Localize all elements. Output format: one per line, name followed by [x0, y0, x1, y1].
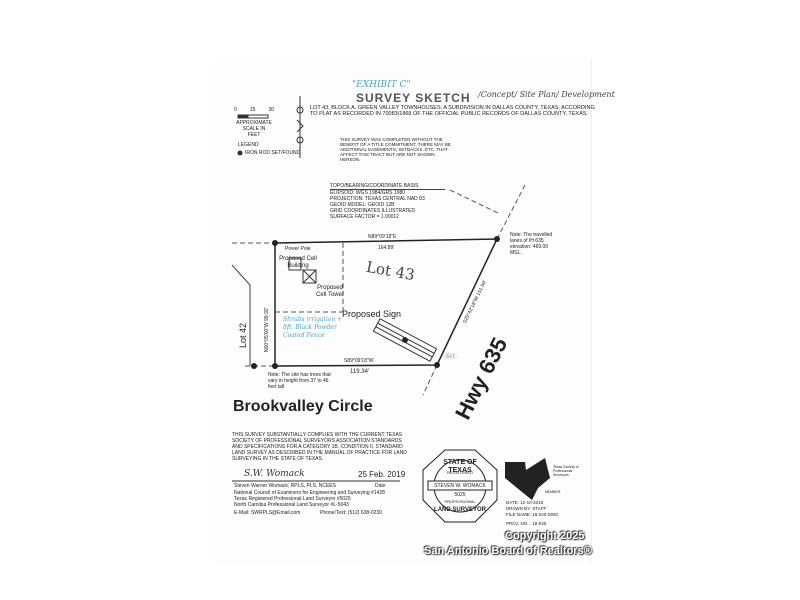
- document-title: SURVEY SKETCH: [356, 91, 471, 105]
- job-file-name: FILE NAME: 18-040.dwg: [506, 512, 559, 517]
- street-label: Brookvalley Circle: [233, 398, 373, 415]
- title-note: THIS SURVEY WAS COMPLETED WITHOUT THE BE…: [340, 137, 451, 162]
- texas-society-logo: [505, 458, 550, 500]
- seal-bottom: LAND SURVEYOR: [434, 507, 486, 513]
- signature-date: 25 Feb. 2019: [358, 470, 406, 479]
- seal-number: 5025: [454, 492, 466, 498]
- basis-line: GEOID MODEL: GEOID 12B: [330, 202, 395, 208]
- title-handwritten: /Concept/ Site Plan/ Development: [478, 90, 615, 99]
- west-bearing: N00°05'00"W 99.92': [264, 307, 270, 352]
- west-distance: 99.92': [264, 307, 270, 321]
- proposed-sign-label: Proposed Sign: [342, 309, 402, 319]
- basis-line: GRID COORDINATES ILLUSTRATED: [330, 208, 416, 214]
- scale-bar: [237, 114, 269, 119]
- society-logo-text: Texas Society of Professional Surveyors: [553, 465, 579, 477]
- lot-42-label: Lot 42: [238, 322, 248, 348]
- surveyor-signature: S.W. Womack: [244, 469, 305, 479]
- handwritten-set-note: -Set.: [443, 353, 458, 360]
- job-info: DATE: 12-10-2018 DRAWN BY: Staff FILE NA…: [506, 500, 559, 527]
- seal-professional: PROFESSIONAL: [444, 499, 476, 504]
- legal-description: LOT 43, Block A, GREEN VALLEY TOWNHOUSES…: [310, 105, 595, 117]
- job-drawn-by: DRAWN BY: Staff: [506, 506, 547, 511]
- bottom-distance: 119.34': [350, 369, 370, 375]
- copyright-watermark-org: San Antonio Board of Realtors®: [424, 545, 592, 557]
- elevation-note: Note: The travelled lanes of IH 635 elev…: [510, 232, 553, 256]
- cell-tower-symbol: [302, 269, 317, 284]
- basis-line: SURFACE FACTOR = 1.00012: [330, 214, 399, 220]
- cell-building-label: Proposed Cell Building: [279, 256, 317, 269]
- scale-tick: 15: [249, 107, 256, 113]
- proposed-sign-symbol: [372, 318, 438, 362]
- date-label: Date: [375, 483, 386, 489]
- seal-name: STEVEN W. WOMACK: [434, 483, 486, 489]
- scale-label: APPROXIMATE SCALE IN FEET: [236, 120, 272, 138]
- cell-building-symbol: [288, 257, 302, 271]
- exhibit-label: "EXHIBIT C": [352, 80, 411, 90]
- credential-line: National Council of Examiners for Engine…: [234, 490, 385, 496]
- surveyor-name: Steven Warner Womack, RPLS, PLS, NCEES: [234, 483, 336, 489]
- basis-line: PROJECTION: TEXAS CENTRAL NAD 83: [330, 196, 425, 202]
- surveyor-seal: [422, 449, 498, 523]
- handwritten-fence-note: Shrubs irrigation + 8ft. Black Powder Co…: [283, 316, 343, 339]
- credential-line: North Carolina Professional Land Surveyo…: [234, 502, 349, 508]
- coordinate-basis: TOPO/BEARING/COORDINATE BASIS ELIPSOID: …: [330, 183, 445, 220]
- certification-statement: THIS SURVEY SUBSTANTIALLY COMPLIES WITH …: [232, 432, 407, 462]
- credential-line: Texas Registered Professional Land Surve…: [234, 496, 351, 502]
- north-arrow-icon: [296, 96, 304, 158]
- basis-title: TOPO/BEARING/COORDINATE BASIS: [330, 183, 445, 190]
- legend-item: IRON ROD SET/FOUND: [245, 150, 301, 156]
- scale-tick: 30: [268, 107, 274, 113]
- top-distance: 164.89': [378, 245, 395, 251]
- top-bearing: N89°09'18"E: [368, 234, 397, 240]
- power-pole-label: Power Pole: [285, 246, 311, 252]
- basis-line: ELIPSOID: WGS 1984/GRS 1980: [330, 190, 406, 196]
- credentials: National Council of Examiners for Engine…: [234, 490, 414, 508]
- legend-title: LEGEND: [238, 142, 259, 148]
- bottom-bearing: S89°09'18"W: [344, 358, 374, 364]
- seal-registered: REGISTERED: [446, 470, 473, 475]
- scale-tick: 0: [234, 107, 237, 113]
- job-date: DATE: 12-10-2018: [506, 500, 544, 505]
- surveyor-phone: Phone/Text: (512) 638-0230: [320, 510, 382, 516]
- iron-rod-legend-icon: [237, 150, 243, 156]
- society-logo-member: MEMBER: [545, 490, 561, 494]
- seal-top: STATE OF TEXAS: [443, 459, 477, 474]
- scale-ticks: 0 15 30: [234, 107, 274, 113]
- job-project-number: PROJ. NO. : 18-040: [506, 521, 547, 526]
- west-bearing-text: N00°05'00"W: [264, 322, 270, 352]
- cell-tower-label: Proposed Cell Tower: [316, 285, 344, 298]
- copyright-watermark: Copyright 2025: [505, 530, 585, 542]
- tree-height-note: Note: The site has trees that vary in he…: [268, 372, 331, 390]
- surveyor-email[interactable]: E-Mail: SWRPLS@Email.com: [234, 510, 301, 516]
